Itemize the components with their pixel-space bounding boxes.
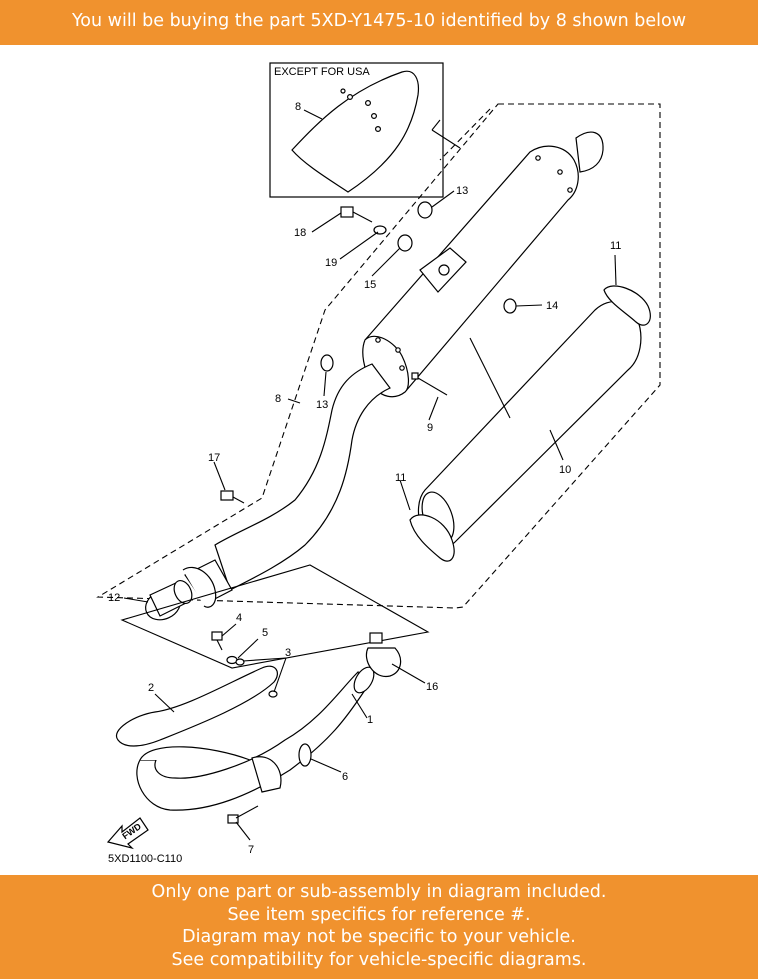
callout-17: 17 [208, 452, 220, 464]
inset-except-usa: EXCEPT FOR USA 8 [269, 62, 461, 198]
inset-title: EXCEPT FOR USA [274, 66, 370, 78]
callout-3: 3 [285, 647, 291, 659]
callout-18: 18 [294, 227, 306, 239]
callout-14: 14 [546, 300, 558, 312]
bracket-2 [115, 665, 278, 747]
header-banner: You will be buying the part 5XD-Y1475-10… [0, 0, 758, 45]
callout-8-inset: 8 [295, 101, 301, 113]
footer-banner: Only one part or sub-assembly in diagram… [0, 875, 758, 979]
exhaust-pipe-1 [136, 666, 375, 811]
callout-9: 9 [427, 422, 433, 434]
callout-2: 2 [148, 682, 154, 694]
small-hardware [211, 201, 517, 824]
callout-19: 19 [325, 257, 337, 269]
exhaust-parts-diagram: EXCEPT FOR USA 8 [96, 62, 661, 865]
footer-line-1: Only one part or sub-assembly in diagram… [151, 882, 607, 902]
callout-1: 1 [367, 714, 373, 726]
diagram-code: 5XD1100-C110 [108, 853, 182, 865]
callout-12: 12 [108, 592, 120, 604]
muffler-body [362, 131, 604, 398]
callout-15: 15 [364, 279, 376, 291]
callout-10: 10 [559, 464, 571, 476]
callout-13-bottom: 13 [316, 399, 328, 411]
footer-line-4: See compatibility for vehicle-specific d… [171, 949, 587, 970]
callout-11-bottom: 11 [395, 472, 406, 484]
callout-5: 5 [262, 627, 268, 639]
gasket-11-top [603, 285, 651, 326]
clamp-12 [145, 580, 193, 621]
footer-line-3: Diagram may not be specific to your vehi… [182, 927, 576, 947]
callout-6: 6 [342, 771, 348, 783]
header-text: You will be buying the part 5XD-Y1475-10… [71, 11, 687, 31]
assembly-8-outline [96, 103, 661, 609]
head-pipe [182, 363, 391, 608]
fwd-arrow-icon: FWD [106, 817, 149, 850]
footer-line-2: See item specifics for reference #. [227, 904, 531, 925]
callout-11-top: 11 [610, 240, 621, 252]
callout-8: 8 [275, 393, 281, 405]
callout-13-top: 13 [456, 185, 468, 197]
callout-4: 4 [236, 612, 242, 624]
leader-lines [123, 190, 617, 841]
callout-16: 16 [426, 681, 438, 693]
pipe-group-leader [120, 564, 430, 669]
gasket-11-bottom [409, 514, 455, 562]
callout-7: 7 [248, 844, 254, 856]
